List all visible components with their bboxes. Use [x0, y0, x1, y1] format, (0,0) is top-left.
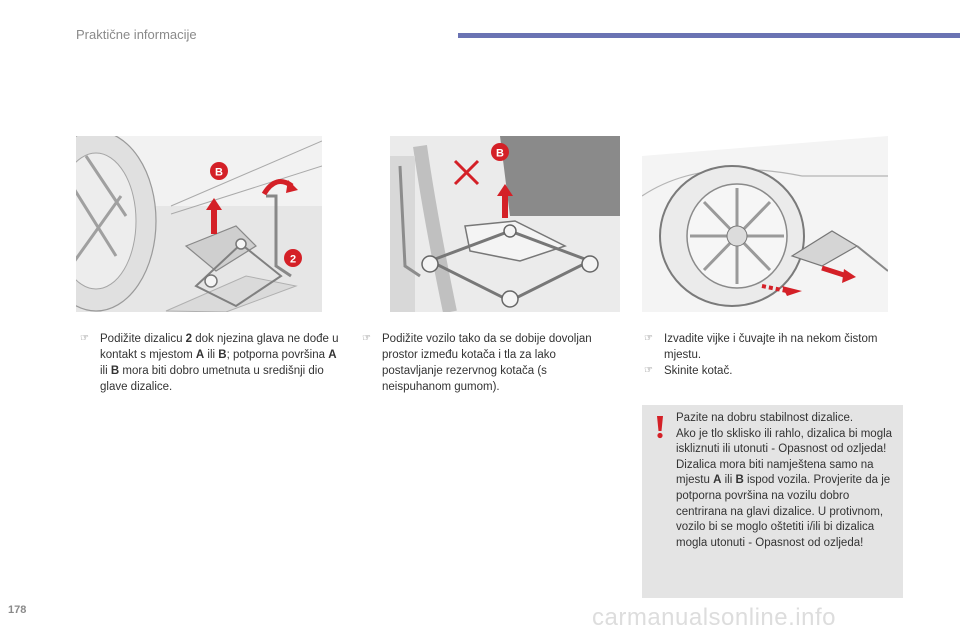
warning-text: Pazite na dobru stabilnost dizalice. Ako… — [676, 412, 893, 549]
pointing-hand-icon: ☞ — [362, 333, 371, 344]
exclamation-icon — [657, 416, 663, 439]
instruction-lift-vehicle: ☞Podižite vozilo tako da se dobije dovol… — [362, 333, 592, 393]
instruction-column-2: ☞Podižite vozilo tako da se dobije dovol… — [362, 331, 607, 395]
point-b-label: B — [215, 167, 223, 179]
warning-box: Pazite na dobru stabilnost dizalice. Ako… — [642, 405, 903, 598]
point-b-label-2: B — [496, 148, 504, 160]
pointing-hand-icon: ☞ — [644, 333, 653, 344]
jack-lift-illustration: B — [390, 136, 620, 312]
page-section-title: Praktične informacije — [76, 27, 197, 42]
instruction-column-3: ☞Izvadite vijke i čuvajte ih na nekom či… — [644, 331, 902, 379]
wheel-removal-illustration — [642, 136, 888, 312]
pointing-hand-icon: ☞ — [80, 333, 89, 344]
watermark: carmanualsonline.info — [592, 604, 836, 631]
instruction-column-1: ☞Podižite dizalicu 2 dok njezina glava n… — [80, 331, 340, 395]
jack-position-illustration: B 2 — [76, 136, 322, 312]
instruction-raise-jack: ☞Podižite dizalicu 2 dok njezina glava n… — [80, 333, 339, 393]
jack-number-label: 2 — [290, 254, 296, 266]
pointing-hand-icon: ☞ — [644, 365, 653, 376]
page-number: 178 — [8, 604, 27, 616]
instruction-remove-wheel: ☞Skinite kotač. — [644, 365, 733, 377]
instruction-remove-bolts: ☞Izvadite vijke i čuvajte ih na nekom či… — [644, 333, 878, 361]
header-accent-bar — [458, 33, 960, 38]
